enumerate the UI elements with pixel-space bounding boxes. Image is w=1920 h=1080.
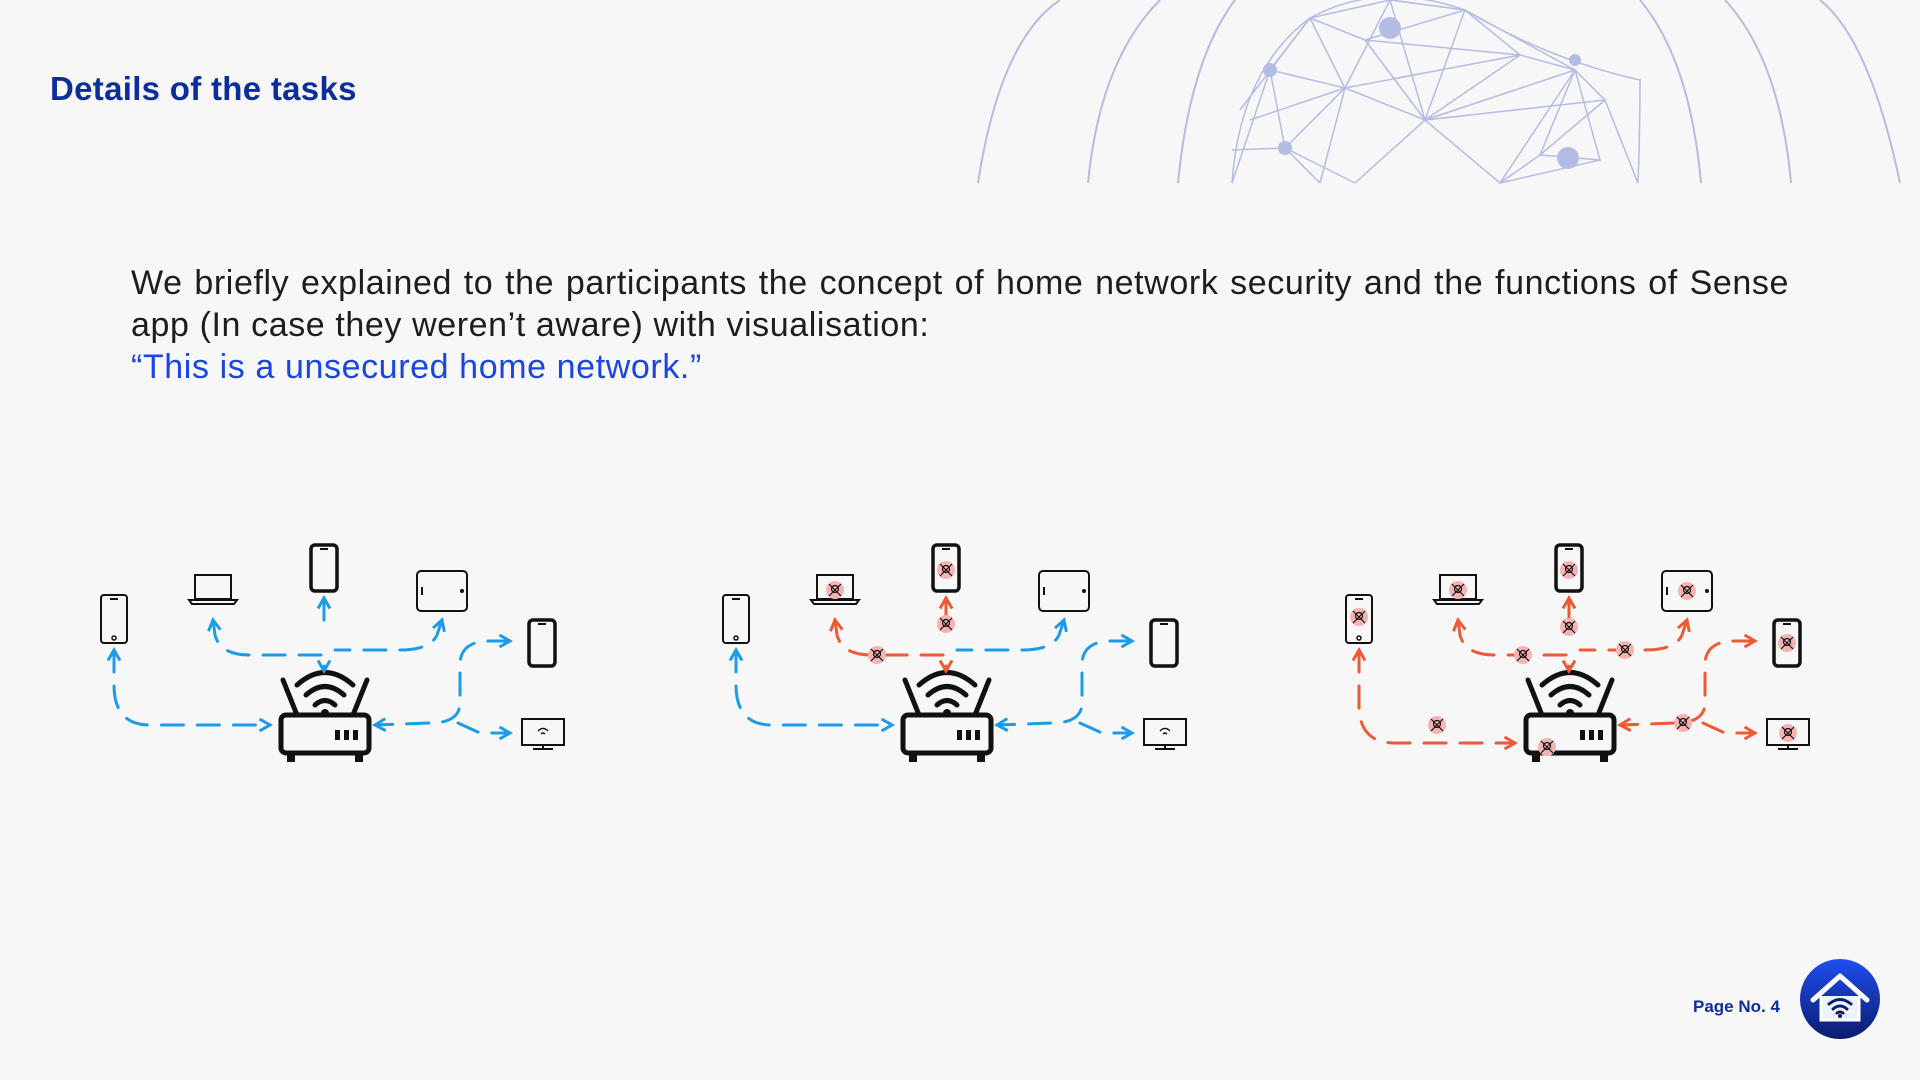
phone-icon	[527, 618, 557, 668]
malware-icon	[1427, 715, 1447, 735]
home-wifi-icon	[1800, 959, 1880, 1039]
malware-icon	[1677, 581, 1697, 601]
malware-icon	[867, 645, 887, 665]
malware-icon	[1349, 607, 1369, 627]
malware-icon	[1448, 580, 1468, 600]
malware-icon	[1537, 737, 1557, 757]
malware-icon	[1615, 640, 1635, 660]
tv-icon	[521, 718, 565, 750]
tv-icon	[1143, 718, 1187, 750]
malware-icon	[1778, 723, 1798, 743]
phone-icon	[722, 594, 750, 644]
laptop-icon	[188, 574, 238, 605]
malware-icon	[1513, 645, 1533, 665]
network-diagram-fully-infected	[1345, 543, 1810, 785]
malware-icon	[1673, 713, 1693, 733]
router-icon	[903, 673, 991, 763]
network-diagram-secure	[100, 543, 565, 785]
intro-paragraph: We briefly explained to the participants…	[131, 264, 1789, 344]
quote-text: “This is a unsecured home network.”	[131, 348, 702, 386]
router-icon	[281, 673, 369, 763]
phone-icon	[1149, 618, 1179, 668]
network-diagram-partially-infected	[722, 543, 1187, 785]
page-title: Details of the tasks	[50, 70, 357, 107]
malware-icon	[825, 580, 845, 600]
malware-icon	[936, 560, 956, 580]
malware-icon	[1559, 617, 1579, 637]
malware-icon	[1559, 560, 1579, 580]
network-globe-decoration	[977, 0, 1901, 185]
phone-icon	[309, 543, 339, 593]
tablet-icon	[416, 570, 468, 612]
page-number: Page No. 4	[1693, 997, 1780, 1016]
malware-icon	[936, 614, 956, 634]
phone-icon	[100, 594, 128, 644]
malware-icon	[1777, 633, 1797, 653]
tablet-icon	[1038, 570, 1090, 612]
